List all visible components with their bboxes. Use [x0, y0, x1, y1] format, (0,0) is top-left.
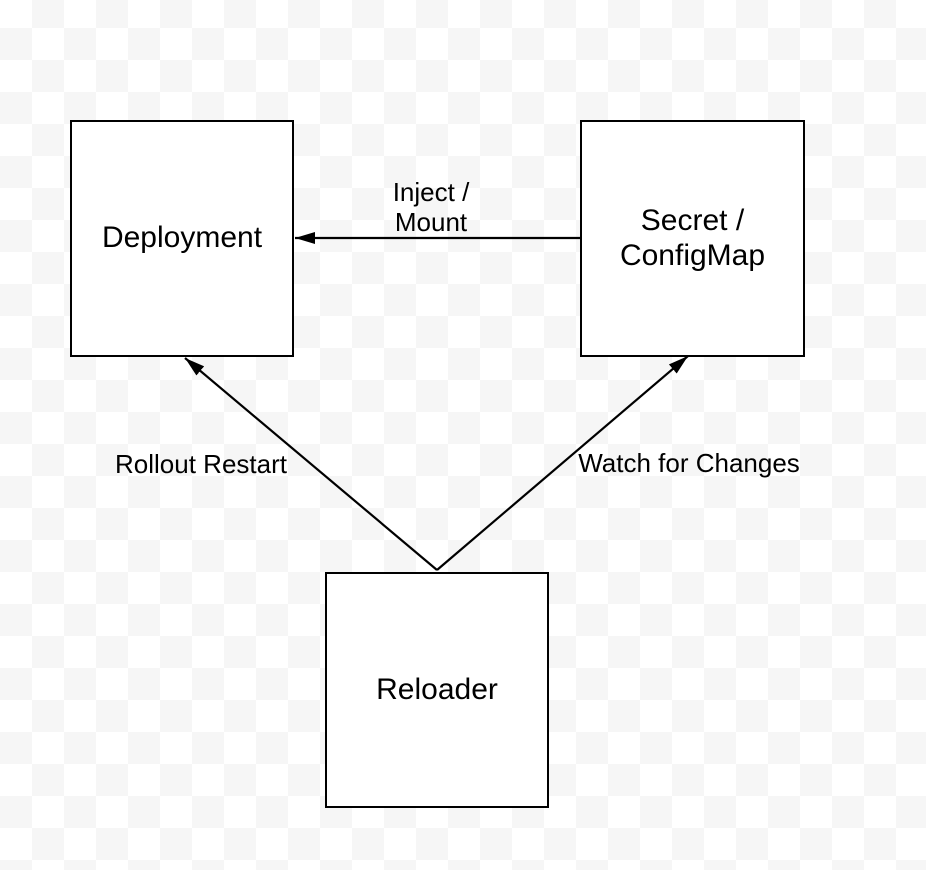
edge-label-watch-for-changes: Watch for Changes: [578, 448, 800, 479]
edge-label-inject-mount: Inject / Mount: [392, 177, 470, 237]
edge-rollout-restart-line: [184, 357, 438, 571]
node-reloader: Reloader: [325, 572, 549, 808]
node-secret-configmap-label: Secret / ConfigMap: [619, 204, 766, 272]
edge-label-rollout-restart: Rollout Restart: [115, 449, 287, 480]
node-reloader-label: Reloader: [376, 672, 498, 706]
node-secret-configmap: Secret / ConfigMap: [580, 120, 805, 357]
node-deployment: Deployment: [70, 120, 294, 357]
node-deployment-label: Deployment: [101, 221, 263, 255]
edge-watch-for-changes-line: [436, 355, 689, 571]
